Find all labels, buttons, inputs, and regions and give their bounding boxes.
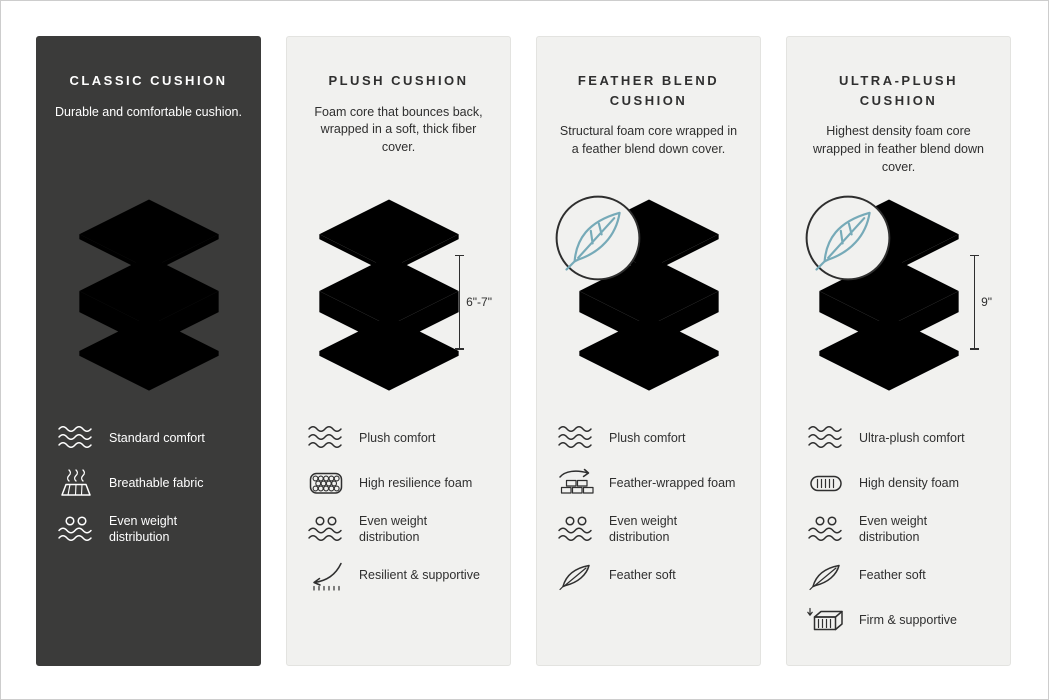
firm-support-icon (805, 606, 847, 636)
breathable-fabric-icon (55, 468, 97, 498)
feature-list: Ultra-plush comfort High density foam Ev… (805, 423, 992, 636)
waves-icon (305, 423, 347, 453)
feature-row: Plush comfort (305, 423, 492, 453)
cushion-layers-diagram: 9" (805, 193, 992, 399)
card-ultra-plush-cushion: ULTRA-PLUSH CUSHION Highest density foam… (786, 36, 1011, 666)
card-header: CLASSIC CUSHION Durable and comfortable … (55, 71, 242, 193)
feature-label: Breathable fabric (109, 475, 204, 490)
feature-list: Plush comfort High resilience foam Even … (305, 423, 492, 591)
feature-row: Firm & supportive (805, 606, 992, 636)
feature-label: Feather-wrapped foam (609, 475, 736, 490)
cushion-layers-diagram (55, 193, 242, 399)
feature-row: Even weight distribution (55, 513, 242, 546)
card-feather-blend-cushion: FEATHER BLEND CUSHION Structural foam co… (536, 36, 761, 666)
waves-icon (55, 423, 97, 453)
card-classic-cushion: CLASSIC CUSHION Durable and comfortable … (36, 36, 261, 666)
card-description: Structural foam core wrapped in a feathe… (559, 124, 738, 156)
feature-row: Resilient & supportive (305, 561, 492, 591)
even-weight-icon (805, 514, 847, 544)
feature-row: Feather soft (555, 561, 742, 591)
feature-label: Even weight distribution (109, 514, 178, 545)
feature-label: Feather soft (609, 568, 676, 583)
feature-row: Ultra-plush comfort (805, 423, 992, 453)
feature-list: Standard comfort Breathable fabric Even … (55, 423, 242, 546)
cushion-exploded-view-icon (308, 193, 470, 392)
feature-label: Feather soft (859, 568, 926, 583)
feather-icon (805, 561, 847, 591)
feature-row: Plush comfort (555, 423, 742, 453)
density-foam-icon (805, 468, 847, 498)
card-title: ULTRA-PLUSH CUSHION (839, 73, 958, 108)
feature-label: Even weight distribution (859, 514, 928, 545)
even-weight-icon (555, 514, 597, 544)
feature-label: Standard comfort (109, 430, 205, 445)
cushion-layers-diagram: 6"-7" (305, 193, 492, 399)
feature-row: High density foam (805, 468, 992, 498)
card-header: FEATHER BLEND CUSHION Structural foam co… (555, 71, 742, 193)
card-header: PLUSH CUSHION Foam core that bounces bac… (305, 71, 492, 193)
feature-label: Even weight distribution (359, 514, 428, 545)
feature-row: Even weight distribution (805, 513, 992, 546)
dimension-label: 9" (981, 295, 992, 310)
feature-label: High resilience foam (359, 475, 473, 490)
dimension-bracket (970, 254, 980, 350)
waves-icon (555, 423, 597, 453)
feather-badge-icon (555, 195, 641, 281)
feature-label: Resilient & supportive (359, 568, 480, 583)
dimension-label: 6"-7" (466, 295, 492, 310)
foam-bubbles-icon (305, 468, 347, 498)
cushion-layers-diagram (555, 193, 742, 399)
feature-row: Feather soft (805, 561, 992, 591)
feature-label: Firm & supportive (859, 613, 957, 628)
feature-label: Even weight distribution (609, 514, 678, 545)
dimension-bracket (455, 254, 465, 350)
waves-icon (805, 423, 847, 453)
feature-row: Standard comfort (55, 423, 242, 453)
even-weight-icon (305, 514, 347, 544)
card-description: Durable and comfortable cushion. (55, 104, 242, 119)
card-header: ULTRA-PLUSH CUSHION Highest density foam… (805, 71, 992, 193)
card-title: FEATHER BLEND CUSHION (577, 73, 720, 108)
feature-label: Plush comfort (609, 430, 686, 445)
feature-row: Even weight distribution (305, 513, 492, 546)
feature-label: High density foam (859, 475, 960, 490)
height-dimension: 9" (970, 254, 992, 350)
feature-row: Feather-wrapped foam (555, 468, 742, 498)
card-title: CLASSIC CUSHION (69, 73, 228, 88)
bounce-arrow-icon (305, 561, 347, 591)
feature-list: Plush comfort Feather-wrapped foam Even … (555, 423, 742, 591)
feather-icon (555, 561, 597, 591)
card-plush-cushion: PLUSH CUSHION Foam core that bounces bac… (286, 36, 511, 666)
card-description: Highest density foam core wrapped in fea… (813, 124, 984, 174)
brick-foam-icon (555, 468, 597, 498)
feature-row: High resilience foam (305, 468, 492, 498)
feature-row: Even weight distribution (555, 513, 742, 546)
feather-badge-icon (805, 195, 891, 281)
card-title: PLUSH CUSHION (328, 73, 469, 88)
cushion-exploded-view-icon (68, 193, 230, 392)
height-dimension: 6"-7" (455, 254, 492, 350)
feature-label: Plush comfort (359, 430, 436, 445)
card-description: Foam core that bounces back, wrapped in … (314, 104, 483, 155)
feature-label: Ultra-plush comfort (859, 430, 965, 445)
feature-row: Breathable fabric (55, 468, 242, 498)
even-weight-icon (55, 514, 97, 544)
